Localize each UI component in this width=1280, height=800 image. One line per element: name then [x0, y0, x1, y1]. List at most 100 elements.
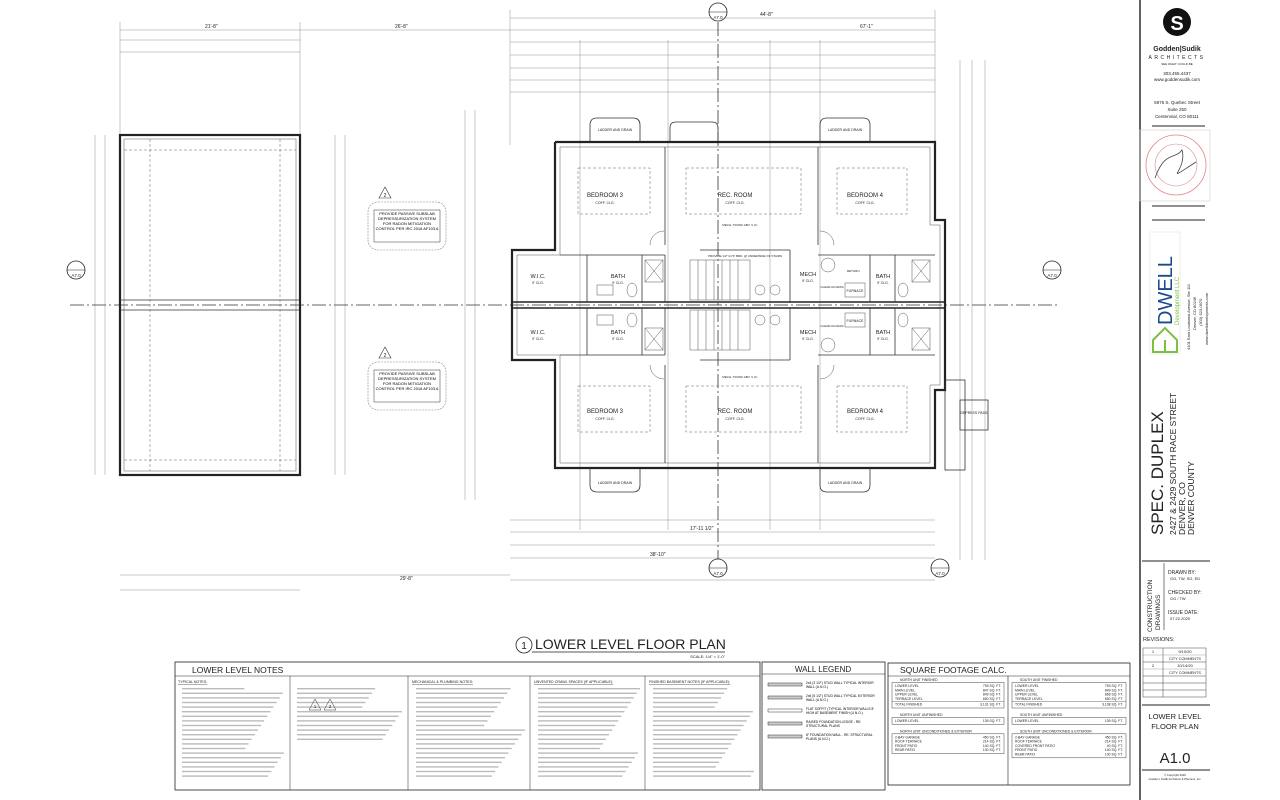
room-bath: BATH	[611, 330, 625, 336]
room-labels-north: BEDROOM 3 COFF. CLG. REC. ROOM COFF. CLG…	[531, 193, 891, 293]
sqft-row-label: TERRACE LEVEL	[895, 697, 923, 701]
note-line	[297, 724, 393, 727]
sqft-title: SQUARE FOOTAGE CALC.	[900, 665, 1007, 675]
sqft-row-value: 847 SQ. FT.	[983, 688, 1001, 692]
furnace-label: FURNACE	[847, 319, 865, 323]
sqft-box	[1011, 717, 1127, 725]
sqft-row-label: FRONT PATIO	[895, 744, 918, 748]
square-footage-calc: SQUARE FOOTAGE CALC. NORTH UNIT FINISHED…	[887, 662, 1131, 786]
developer-sub: Development LLC	[1175, 276, 1181, 325]
grid-ref: A7.0	[1047, 273, 1057, 278]
furnace-label: FURNACE	[847, 289, 865, 293]
checked-by-label: CHECKED BY:	[1168, 590, 1202, 596]
sqft-box	[891, 717, 1005, 725]
note-line	[297, 720, 396, 722]
sqft-box	[1011, 733, 1127, 759]
note-line	[653, 711, 753, 713]
revisions-table: 1 9/10/20 CITY COMMENTS 2 10/14/20 CITY …	[1142, 647, 1207, 698]
revision-tag: 2	[384, 353, 387, 359]
revisions-label: REVISIONS:	[1143, 637, 1175, 643]
sqft-row-value: 139 SQ. FT.	[983, 719, 1001, 723]
sqft-row-label: REAR PATIO	[895, 748, 915, 752]
grid-bubble-left[interactable]: A7.0	[66, 260, 86, 280]
sqft-total-value: 3,138 SQ. FT.	[1102, 703, 1123, 707]
note-line	[653, 766, 716, 768]
room-bedroom-4: BEDROOM 4	[847, 409, 884, 415]
note-line	[297, 729, 390, 731]
room-bath: BATH	[876, 274, 890, 280]
note-line	[182, 738, 252, 740]
sheet-title: FLOOR PLAN	[1151, 722, 1199, 731]
note-line	[538, 738, 606, 740]
grid-ref: A7.0	[71, 273, 81, 278]
note-line	[538, 701, 631, 704]
sqft-row-value: 139 SQ. FT.	[1105, 719, 1123, 723]
grid-ref: A7.0	[713, 571, 723, 576]
note-line	[538, 766, 629, 768]
developer-web[interactable]: www.dwelldevelopments.com	[1204, 292, 1209, 345]
room-ceiling-note: 9' CLG.	[802, 279, 814, 283]
note-line	[538, 706, 628, 708]
sqft-row-label: UPPER LEVEL	[1015, 693, 1038, 697]
note-line	[297, 734, 386, 736]
sqft-row-value: 450 SQ. FT.	[1105, 735, 1123, 739]
architect-web[interactable]: www.goddensudik.com	[1154, 77, 1200, 82]
note-line	[416, 766, 499, 768]
sqft-row-label: REAR PATIO	[1015, 753, 1035, 757]
grid-bubble-bottom[interactable]: A7.0	[708, 558, 728, 578]
sqft-box	[1011, 682, 1127, 709]
grid-bubble-top[interactable]: A7.0	[708, 2, 728, 22]
note-line	[653, 770, 754, 773]
note-line	[538, 711, 625, 713]
revision-date: 10/14/20	[1177, 663, 1193, 668]
room-ceiling-note: 9' CLG.	[612, 281, 624, 285]
radon-callout-north: 2 PROVIDE PASSIVE SUBSLAB DEPRESSURIZATI…	[367, 186, 447, 251]
note-line	[416, 724, 485, 727]
note-line	[538, 688, 640, 690]
logo-glyph: S	[1170, 13, 1183, 35]
note-line	[538, 697, 634, 699]
note-line	[538, 743, 603, 745]
stair-gyp-note: PROVIDE 1/2" GYP. BRD. @ UNDERSIDE OF ST…	[708, 254, 782, 258]
sqft-total-value: 3,131 SQ. FT.	[980, 703, 1001, 707]
project-address: 2427 & 2429 SOUTH RACE STREET	[1168, 393, 1178, 535]
drawn-by: GG, TW, SG, ED	[1170, 576, 1200, 581]
note-line	[416, 706, 498, 708]
sqft-row-value: 450 SQ. FT.	[983, 735, 1001, 739]
sqft-row-value: 130 SQ. FT.	[1105, 753, 1123, 757]
note-line	[182, 761, 278, 763]
sqft-row-value: 650 SQ. FT.	[983, 697, 1001, 701]
note-line	[653, 752, 726, 754]
wall-type-swatch	[767, 708, 803, 713]
project-name: SPEC. DUPLEX	[1148, 411, 1167, 535]
architect-seal	[1139, 129, 1211, 202]
sqft-row-value: 793 SQ. FT.	[1105, 684, 1123, 688]
radon-note: PROVIDE PASSIVE SUBSLAB DEPRESSURIZATION…	[375, 211, 439, 231]
room-ceiling-note: 9' CLG.	[612, 337, 624, 341]
note-line	[182, 766, 275, 768]
room-ceiling-note: 9' CLG.	[532, 337, 544, 341]
note-line	[297, 711, 402, 713]
room-wic: W.I.C.	[531, 274, 546, 280]
radon-callout-south: 2 PROVIDE PASSIVE SUBSLAB DEPRESSURIZATI…	[367, 346, 447, 411]
sqft-row-value: 214 SQ. FT.	[1105, 740, 1123, 744]
sqft-section-title: NORTH UNIT FINISHED	[900, 678, 938, 682]
note-line	[653, 738, 735, 740]
grid-bubble-right[interactable]: A7.0	[1042, 260, 1062, 280]
note-line	[182, 734, 255, 736]
sqft-section-title: SOUTH UNIT UNFINISHED	[1020, 713, 1063, 717]
note-line	[182, 729, 258, 731]
room-ceiling-note: 9' CLG.	[802, 337, 814, 341]
room-rec-room: REC. ROOM	[718, 409, 753, 415]
notes-col-heading: UNVENTED CRAWL SPACES (IF APPLICABLE):	[534, 680, 613, 684]
sqft-section-title: NORTH UNIT UNCONDITIONED & EXTERIOR	[900, 729, 972, 733]
sqft-total-label: TOTAL FINISHED	[1015, 703, 1043, 707]
developer-name: DWELL	[1155, 256, 1177, 325]
note-line	[182, 711, 271, 713]
room-ceiling-note: COFF. CLG.	[595, 417, 614, 421]
stair	[689, 259, 751, 351]
window-well-label: LADDER AND DRAIN	[828, 128, 863, 132]
mech-trunk-label: MECH. TRUNK ABV. V.I.F.	[722, 375, 758, 379]
wall-legend-item: FLAT SOFFIT (TYPICAL INTERIOR WALLS 8' H…	[806, 707, 874, 715]
grid-bubble-bottom-right[interactable]: A7.0	[930, 558, 950, 578]
